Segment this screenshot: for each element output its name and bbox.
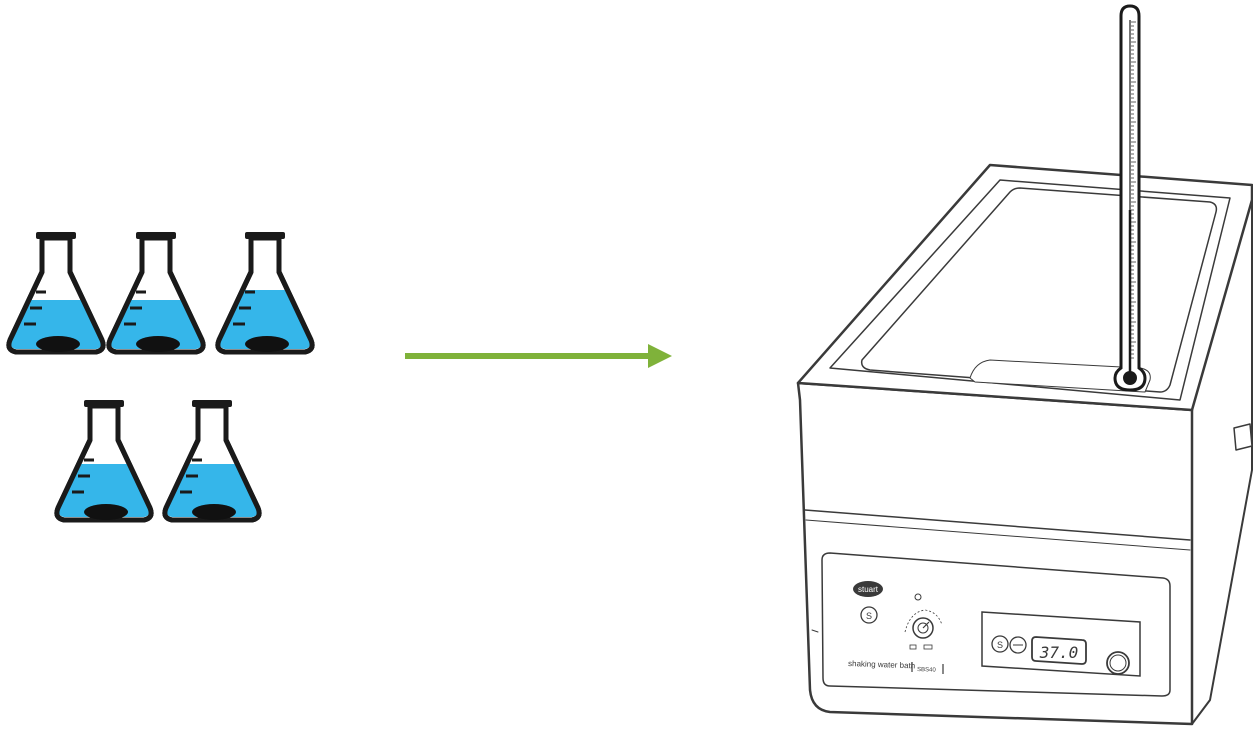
flask-sediment: [245, 336, 289, 352]
standby-button-right: [991, 635, 1009, 653]
model-label: shaking water bath: [848, 659, 915, 670]
brand-logo-text: stuart: [858, 585, 879, 594]
svg-text:S: S: [866, 611, 872, 621]
brand-logo: [853, 581, 883, 597]
flask-sediment: [36, 336, 80, 352]
flask-group: [6, 232, 315, 523]
flask-sediment: [192, 504, 236, 520]
svg-text:S: S: [997, 640, 1003, 650]
flask: [106, 232, 206, 355]
process-arrow: [405, 344, 672, 368]
thermometer-icon: [1113, 4, 1147, 392]
flask: [6, 232, 106, 355]
model-code: SBS40: [917, 667, 937, 674]
flask-sediment: [84, 504, 128, 520]
flask: [215, 232, 315, 355]
flask-liquid: [220, 290, 310, 349]
standby-button-left: [860, 606, 878, 624]
flask-sediment: [136, 336, 180, 352]
flask-liquid: [111, 300, 201, 349]
lcd-screen: [1031, 636, 1087, 665]
control-panel: stuart S shaking water bath SBS40 S 37.0: [848, 581, 1141, 677]
temperature-readout: 37.0: [1039, 643, 1079, 662]
flask: [162, 400, 262, 523]
flask: [54, 400, 154, 523]
flask-liquid: [11, 300, 101, 349]
